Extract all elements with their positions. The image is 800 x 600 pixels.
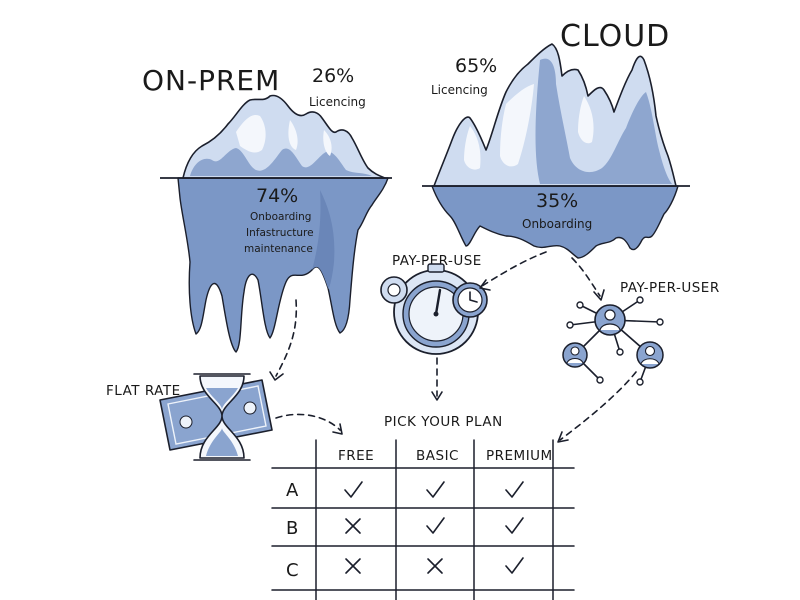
arrowhead-flat-rate [269,371,284,381]
cloud-licencing-label: Licencing [431,83,488,97]
plan-row-label-c: C [286,560,299,581]
plan-column-free: FREE [338,448,374,464]
on-prem-licencing-percent: 26% [312,65,354,87]
on-prem-underwater-ice [177,177,389,353]
cloud-title: CLOUD [560,19,670,54]
on-prem-licencing-label: Licencing [309,95,366,109]
check-icon [344,481,363,498]
cloud-iceberg [422,43,690,259]
users-network-icon [562,296,664,386]
on-prem-hidden-line-1: Onboarding [250,211,311,223]
arrow-pay-per-user-to-plan [559,371,637,441]
plan-marks [344,481,524,574]
flat-rate-label: FLAT RATE [106,383,181,399]
check-icon [426,481,445,498]
check-icon [505,557,524,574]
arrow-cloud-to-pay-per-user [571,257,601,297]
arrowhead-plan-from-use [431,391,443,401]
stopwatch-icon [380,263,479,355]
cross-icon [345,518,361,534]
on-prem-hidden-line-2: Infastructure [246,227,314,239]
on-prem-title: ON-PREM [142,64,280,97]
cloud-licencing-percent: 65% [455,55,497,77]
plan-table [271,439,575,600]
arrowhead-plan-from-user [557,431,569,443]
plan-table-title: PICK YOUR PLAN [384,414,503,430]
cloud-ice-highlight [464,84,594,170]
cloud-ice-shadow [535,58,672,185]
plan-column-premium: PREMIUM [486,448,553,464]
cross-icon [427,558,443,574]
check-icon [505,517,524,534]
flow-arrows [269,251,637,443]
on-prem-underwater-shadow [312,190,335,289]
plan-row-label-b: B [286,518,298,539]
on-prem-ice-shadow [190,148,372,176]
on-prem-hidden-line-3: maintenance [244,243,313,255]
arrow-flat-rate-to-plan [275,413,341,431]
clock-icon [452,282,488,318]
arrow-cloud-to-pay-per-use [481,251,547,287]
cloud-hidden-percent: 35% [536,190,578,212]
pay-per-user-label: PAY-PER-USER [620,280,720,296]
on-prem-ice-highlight [236,114,332,156]
on-prem-iceberg [160,94,392,353]
on-prem-hidden-percent: 74% [256,185,298,207]
arrow-on-prem-to-flat-rate [275,299,298,377]
check-icon [426,517,445,534]
hourglass-icon [193,373,251,461]
plan-column-basic: BASIC [416,448,459,464]
check-icon [505,481,524,498]
arrowhead-pay-per-user [593,289,605,301]
cross-icon [345,558,361,574]
cloud-hidden-label: Onboarding [522,217,592,231]
cloud-underwater-ice [431,185,679,259]
arrowhead-pay-per-use [479,279,491,291]
arrowhead-plan-from-flat [332,423,343,435]
plan-row-label-a: A [286,480,299,501]
pay-per-use-label: PAY-PER-USE [392,253,482,269]
